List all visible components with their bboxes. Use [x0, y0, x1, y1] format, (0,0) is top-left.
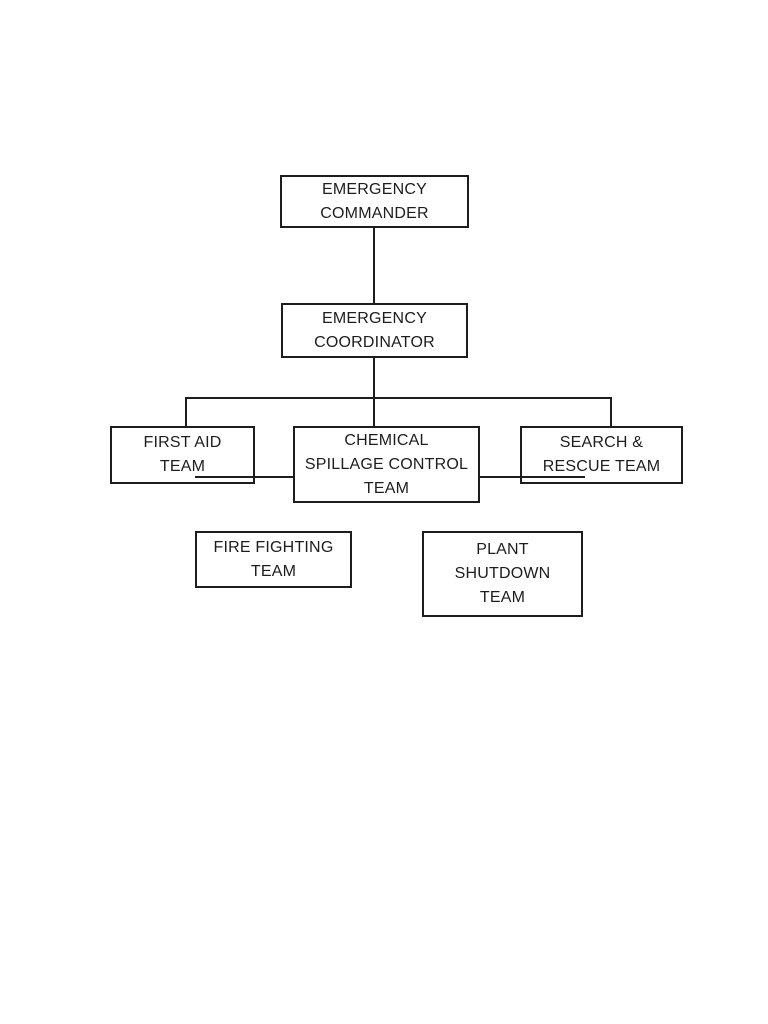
org-node-emergency-coordinator: EMERGENCY COORDINATOR [281, 303, 468, 358]
connector-drop-first-aid [185, 397, 187, 426]
org-node-first-aid-team: FIRST AID TEAM [110, 426, 255, 484]
org-node-fire-fighting-team: FIRE FIGHTING TEAM [195, 531, 352, 588]
connector-coordinator-stub [373, 358, 375, 399]
org-node-chemical-spillage-control-team: CHEMICAL SPILLAGE CONTROL TEAM [293, 426, 480, 503]
connector-drop-search-rescue [610, 397, 612, 426]
connector-commander-to-coordinator [373, 228, 375, 303]
connector-horizontal-main [185, 397, 612, 399]
org-node-emergency-commander: EMERGENCY COMMANDER [280, 175, 469, 228]
org-node-plant-shutdown-team: PLANT SHUTDOWN TEAM [422, 531, 583, 617]
org-node-search-rescue-team: SEARCH & RESCUE TEAM [520, 426, 683, 484]
connector-drop-chemical [373, 397, 375, 426]
